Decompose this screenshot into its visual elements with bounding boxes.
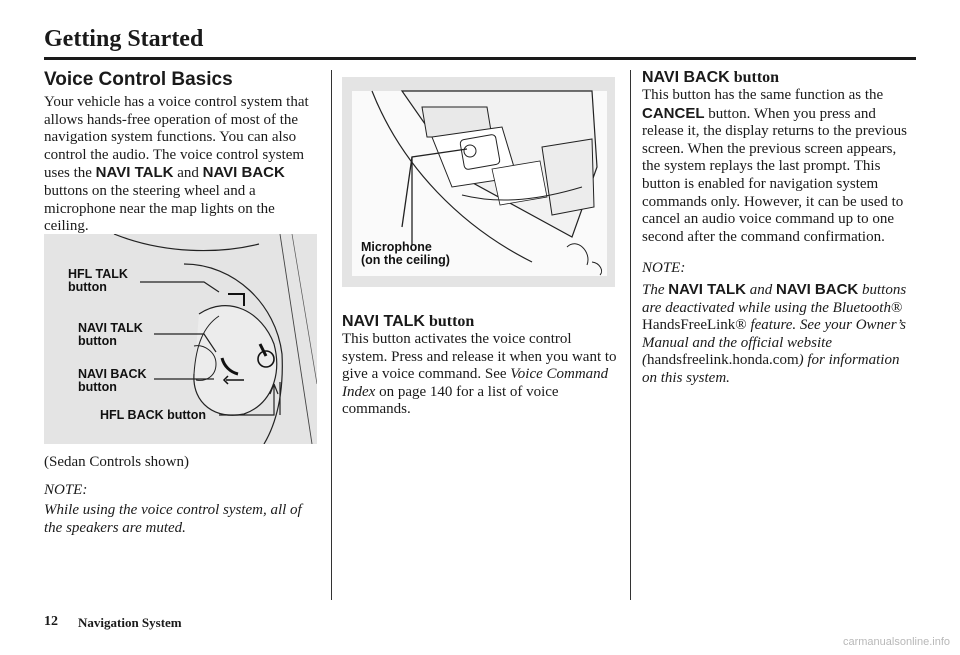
hfl-back-figure-label: HFL BACK button <box>100 408 206 422</box>
navi-back-label: NAVI BACK <box>776 280 859 298</box>
watermark: carmanualsonline.info <box>842 636 950 648</box>
intro-text: and <box>173 165 203 182</box>
navi-talk-figure-label: NAVI TALK button <box>78 321 143 348</box>
note-text: While using the voice control system, al… <box>44 502 302 536</box>
note-text: feature. See your Owner’s Manual and the… <box>642 317 906 369</box>
note-paragraph: The NAVI TALK and NAVI BACK buttons are … <box>642 281 918 388</box>
note-text: and <box>746 281 777 298</box>
intro-text: buttons on the steering wheel and a micr… <box>44 182 275 235</box>
navi-back-paragraph: This button has the same function as the… <box>642 87 918 246</box>
column-divider-2 <box>630 70 631 600</box>
bluetooth-text: Bluetooth <box>832 299 891 316</box>
column-3: NAVI BACK button This button has the sam… <box>642 68 918 388</box>
intro-paragraph: Your vehicle has a voice control system … <box>44 94 320 236</box>
note-text: buttons are deactivated while using the <box>642 281 907 316</box>
ceiling-console-illustration <box>352 90 607 276</box>
navi-talk-subtitle: NAVI TALK button <box>342 312 618 331</box>
navi-back-subtitle: NAVI BACK button <box>642 68 918 87</box>
navi-talk-text: This button activates the voice control … <box>342 331 617 383</box>
navi-back-label: NAVI BACK <box>202 164 285 182</box>
navi-talk-label: NAVI TALK <box>95 164 174 182</box>
figure-caption: (Sedan Controls shown) <box>44 454 189 470</box>
page-number: 12 <box>44 614 58 629</box>
note-label: NOTE: <box>44 481 88 498</box>
column-1: Voice Control Basics Your vehicle has a … <box>44 68 320 236</box>
column-1-lower: (Sedan Controls shown) NOTE: While using… <box>44 454 320 537</box>
voice-command-index-ref: Voice Command Index <box>342 366 609 400</box>
navi-back-subtitle-rest: button <box>729 69 780 86</box>
navi-talk-subtitle-rest: button <box>424 313 475 330</box>
steering-wheel-figure: HFL TALK button NAVI TALK button NAVI BA… <box>44 234 317 444</box>
hfl-talk-label: HFL TALK button <box>68 267 128 294</box>
navi-back-figure-label: NAVI BACK button <box>78 367 147 394</box>
column-2: NAVI TALK button This button activates t… <box>342 312 618 419</box>
microphone-figure: Microphone (on the ceiling) <box>342 77 615 287</box>
note-label: NOTE: <box>642 260 686 277</box>
note-text: The <box>642 281 669 298</box>
navi-back-subtitle-btn: NAVI BACK <box>642 69 730 86</box>
navi-talk-subtitle-btn: NAVI TALK <box>342 313 425 330</box>
navi-talk-paragraph: This button activates the voice control … <box>342 331 618 419</box>
note-text: ) for information on this system. <box>642 352 900 386</box>
navi-back-text: This button has the same function as the <box>642 87 884 103</box>
page-title: Getting Started <box>44 26 204 52</box>
cancel-label: CANCEL <box>642 104 705 122</box>
section-title: Voice Control Basics <box>44 69 233 90</box>
column-divider-1 <box>331 70 332 600</box>
navi-talk-text: on page 140 for a list of voice commands… <box>342 383 559 418</box>
header-rule <box>44 57 916 60</box>
microphone-label: Microphone (on the ceiling) <box>361 240 450 267</box>
handsfreelink-text: ® HandsFreeLink® <box>642 299 903 334</box>
website-url: handsfreelink.honda.com <box>647 352 799 369</box>
navi-back-text: button. When you press and release it, t… <box>642 105 907 245</box>
intro-text: Your vehicle has a voice control system … <box>44 94 309 182</box>
navi-talk-label: NAVI TALK <box>668 280 747 298</box>
footer-title: Navigation System <box>78 615 182 630</box>
steering-wheel-illustration <box>113 234 317 444</box>
